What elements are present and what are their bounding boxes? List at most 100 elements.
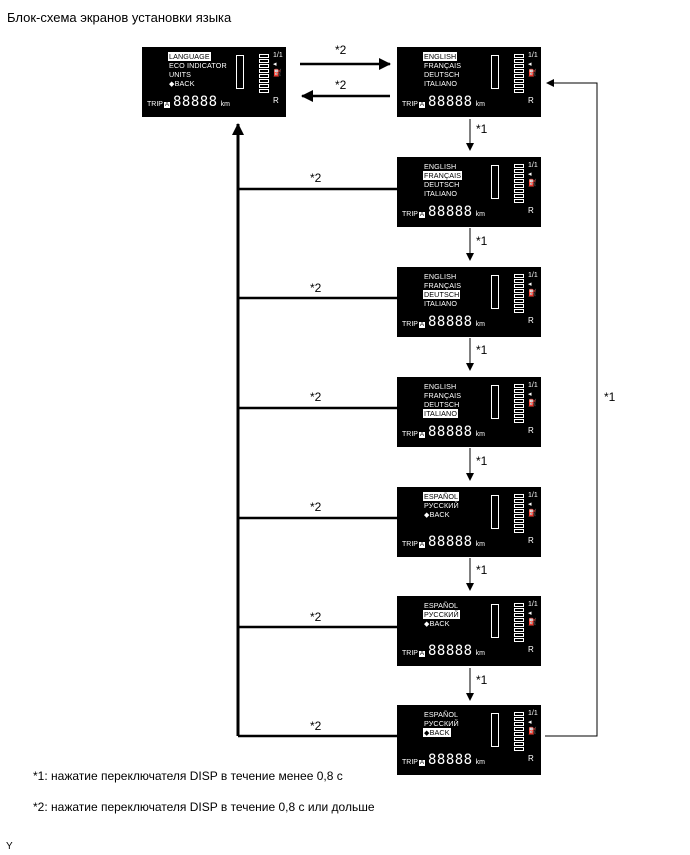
fuel-pump-icon: ⛽ (528, 619, 537, 626)
label-long-5: *2 (310, 610, 322, 624)
language-menu-item-selected: ESPAÑOL (423, 492, 460, 501)
language-menu-item: РУССКИЙ (424, 501, 459, 510)
trip-unit: km (475, 541, 485, 548)
trip-value: 88888 (427, 204, 473, 220)
fuel-gauge: 1/1◂⛽ (528, 600, 538, 627)
fuel-gauge: 1/1 ◂ ⛽ (273, 51, 283, 78)
language-menu-item: DEUTSCH (424, 180, 460, 189)
label-short-3: *1 (476, 343, 488, 357)
fuel-segments (514, 274, 524, 314)
scroll-bar (491, 495, 499, 529)
fuel-pump-icon: ⛽ (528, 400, 537, 407)
language-menu-item-selected: ◆BACK (423, 728, 451, 737)
trip-unit: km (475, 211, 485, 218)
language-menu-item-selected: ITALIANO (423, 409, 459, 418)
scroll-bar (236, 55, 244, 89)
scroll-bar (491, 604, 499, 638)
trip-label: TRIP (402, 211, 418, 218)
arrow-left-icon: ◂ (273, 61, 277, 68)
arrow-left-icon: ◂ (528, 171, 532, 178)
trip-box: A (418, 212, 425, 218)
fuel-segments (514, 494, 524, 534)
fuel-segments (514, 54, 524, 94)
trip-value: 88888 (427, 94, 473, 110)
trip-unit: km (220, 101, 230, 108)
scroll-bar (491, 165, 499, 199)
fuel-pump-icon: ⛽ (273, 70, 282, 77)
main-menu-list: LANGUAGE ECO INDICATOR UNITS ◆BACK (168, 52, 238, 88)
arrow-left-icon: ◂ (528, 501, 532, 508)
trip-unit: km (475, 759, 485, 766)
fuel-pump-icon: ⛽ (528, 70, 537, 77)
arrow-left-icon: ◂ (528, 391, 532, 398)
trip-label: TRIP (402, 759, 418, 766)
fuel-segments (259, 54, 269, 94)
trip-label: TRIP (402, 321, 418, 328)
gauge-text: 1/1 (273, 52, 283, 59)
fuel-pump-icon: ⛽ (528, 290, 537, 297)
fuel-gauge: 1/1◂⛽ (528, 709, 538, 736)
trip-value: 88888 (427, 534, 473, 550)
r-indicator: R (528, 645, 534, 654)
language-menu-item: FRANÇAIS (424, 61, 462, 70)
label-short-2: *1 (476, 234, 488, 248)
label-short-1: *1 (476, 122, 488, 136)
r-indicator: R (528, 426, 534, 435)
label-short-5: *1 (476, 563, 488, 577)
loop-back-arrow (545, 79, 598, 737)
language-menu-item: ◆BACK (424, 619, 450, 628)
trip-value: 88888 (427, 643, 473, 659)
gauge-text: 1/1 (528, 382, 538, 389)
language-menu-item: ENGLISH (424, 272, 457, 281)
trip-unit: km (475, 321, 485, 328)
r-indicator: R (528, 316, 534, 325)
trip-value: 88888 (427, 752, 473, 768)
trip-unit: km (475, 431, 485, 438)
trip-label: TRIP (402, 650, 418, 657)
trip-box: A (418, 651, 425, 657)
diagram-title: Блок-схема экранов установки языка (7, 10, 232, 25)
label-english-to-main: *2 (335, 78, 347, 92)
trip-value: 88888 (427, 314, 473, 330)
gauge-text: 1/1 (528, 162, 538, 169)
label-long-6: *2 (310, 719, 322, 733)
scroll-bar (491, 275, 499, 309)
trip-label: TRIP (402, 541, 418, 548)
language-menu-item: DEUTSCH (424, 400, 460, 409)
fuel-gauge: 1/1 ◂ ⛽ (528, 491, 538, 518)
language-menu-item: ESPAÑOL (424, 601, 459, 610)
scroll-bar (491, 713, 499, 747)
gauge-text: 1/1 (528, 492, 538, 499)
trip-label: TRIP (147, 101, 163, 108)
gauge-text: 1/1 (528, 272, 538, 279)
trip-value: 88888 (427, 424, 473, 440)
language-menu-item-selected: РУССКИЙ (423, 610, 460, 619)
language-menu-item: DEUTSCH (424, 70, 460, 79)
fuel-pump-icon: ⛽ (528, 180, 537, 187)
scroll-bar (491, 385, 499, 419)
trip-unit: km (475, 650, 485, 657)
arrow-left-icon: ◂ (528, 281, 532, 288)
fuel-pump-icon: ⛽ (528, 510, 537, 517)
language-menu-item-selected: ENGLISH (423, 52, 458, 61)
language-menu-item-selected: DEUTSCH (423, 290, 461, 299)
r-indicator: R (273, 96, 279, 105)
trip-box: A (418, 432, 425, 438)
trip-box: A (163, 102, 170, 108)
language-menu-item: ENGLISH (424, 162, 457, 171)
fuel-segments (514, 712, 524, 752)
fuel-gauge: 1/1◂⛽ (528, 51, 538, 78)
